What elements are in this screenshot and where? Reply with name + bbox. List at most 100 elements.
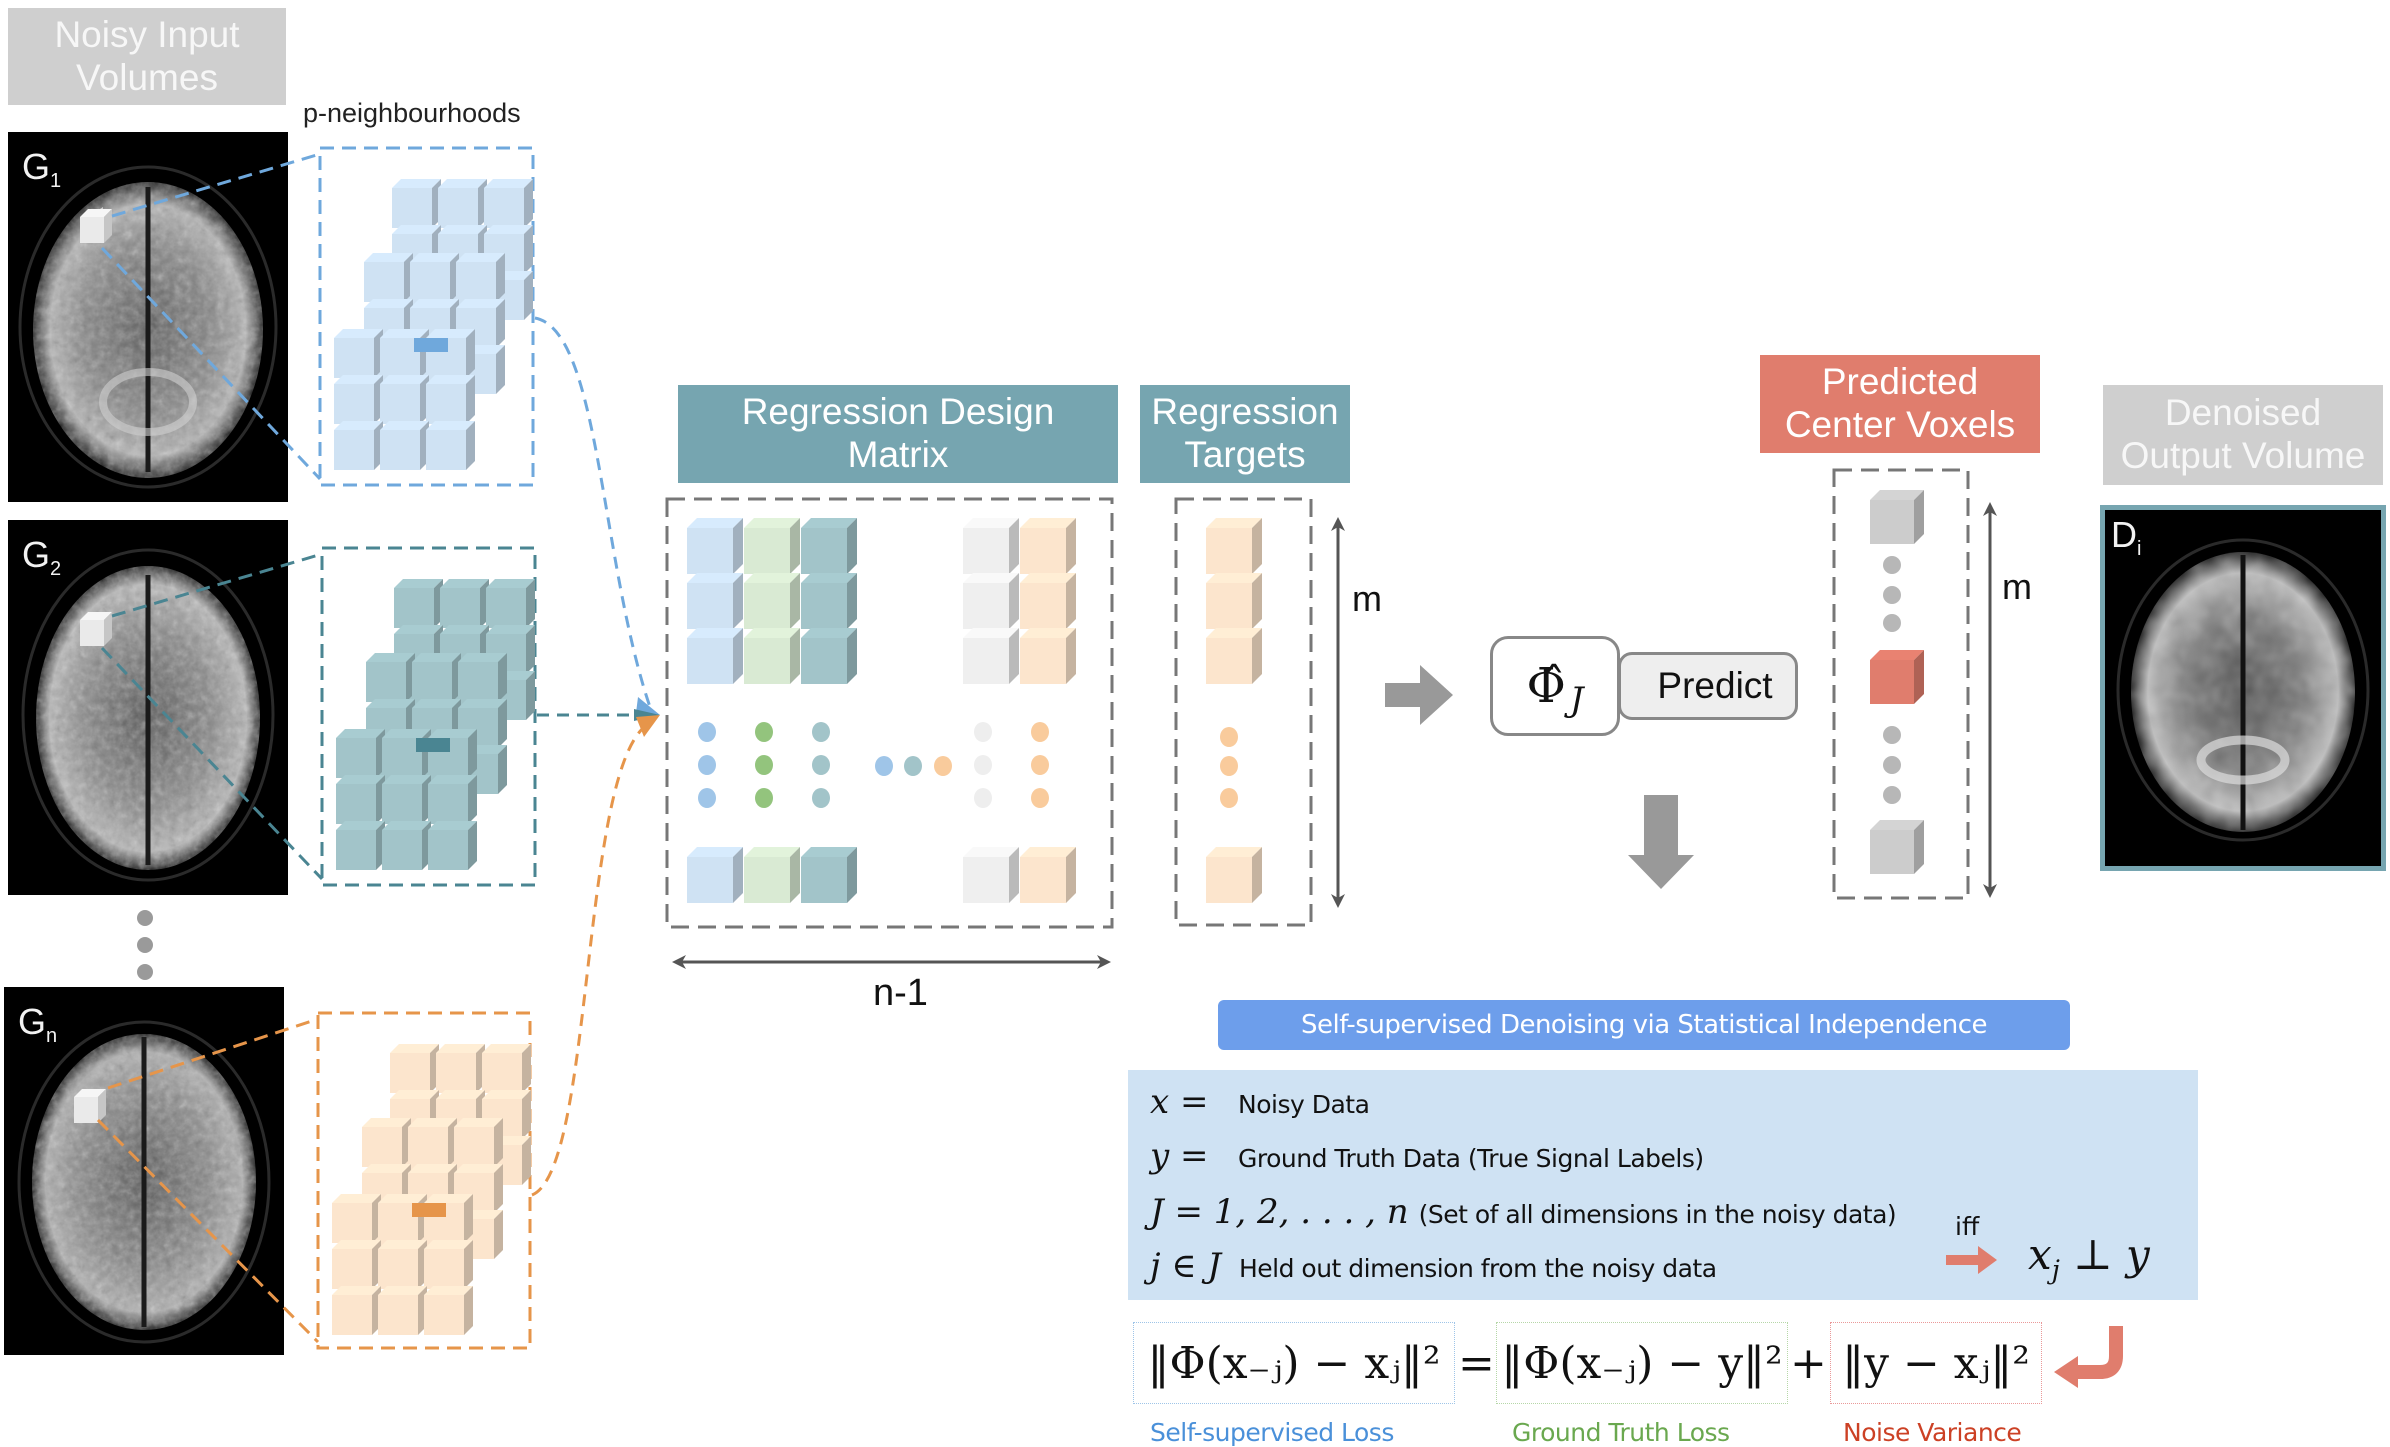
iff-arrow-icon <box>1946 1246 1997 1274</box>
design-matrix-voxel <box>744 518 800 574</box>
predict-button[interactable]: Predict <box>1618 652 1798 720</box>
design-matrix-voxel <box>963 573 1019 629</box>
design-matrix-voxel <box>801 573 857 629</box>
term1-expression: ‖Φ(x₋ⱼ) − y‖² <box>1501 1337 1783 1389</box>
design-matrix-voxel <box>744 573 800 629</box>
design-matrix-voxel <box>801 847 857 903</box>
neighbourhood-voxel <box>382 821 431 870</box>
brain-scan-gn <box>17 1020 271 1344</box>
connector-arrowhead <box>636 697 660 715</box>
target-dot <box>1220 756 1238 776</box>
column-ellipsis-dot <box>904 756 922 776</box>
neighbourhood-3 <box>96 1011 532 1350</box>
definition-text: Held out dimension from the noisy data <box>1238 1254 1717 1283</box>
neighbourhood-connector <box>531 721 651 1197</box>
target-voxel <box>1206 628 1262 684</box>
predicted-center-voxel <box>1870 650 1924 704</box>
design-matrix-voxel <box>801 628 857 684</box>
cols-label: n-1 <box>873 972 928 1014</box>
denoised-brain-image: Di <box>2100 505 2386 871</box>
target-voxel <box>1206 573 1262 629</box>
design-matrix-voxel <box>744 847 800 903</box>
center-voxel-highlight <box>414 338 448 352</box>
definition-row: y = Ground Truth Data (True Signal Label… <box>1150 1136 1704 1176</box>
column-ellipsis-dot <box>875 756 893 776</box>
neighbourhood-voxel <box>382 775 431 824</box>
theory-title: Self-supervised Denoising via Statistica… <box>1218 1000 2070 1050</box>
design-matrix-dot <box>812 755 830 775</box>
design-matrix-voxel <box>687 847 743 903</box>
volume-label-gn: Gn <box>18 1001 58 1048</box>
design-matrix-voxel <box>687 628 743 684</box>
design-matrix-dot <box>812 788 830 808</box>
design-matrix-voxel <box>963 628 1019 684</box>
definition-text: Ground Truth Data (True Signal Labels) <box>1238 1144 1704 1173</box>
target-voxel <box>1206 847 1262 903</box>
predicted-ellipsis-dot <box>1883 556 1901 574</box>
neighbourhood-voxel <box>334 329 383 378</box>
neighbourhood-voxel <box>424 1240 473 1289</box>
predicted-voxel <box>1870 490 1924 544</box>
definition-text: (Set of all dimensions in the noisy data… <box>1418 1200 1897 1229</box>
center-voxel-highlight <box>412 1203 446 1217</box>
predicted-ellipsis-dot <box>1883 586 1901 604</box>
targets-header: Regression Targets <box>1140 385 1350 483</box>
design-matrix-voxel <box>1020 518 1076 574</box>
design-matrix-dot <box>698 722 716 742</box>
design-matrix-dot <box>974 755 992 775</box>
ground-truth-loss-term: ‖Φ(x₋ⱼ) − y‖² <box>1496 1322 1788 1404</box>
neighbourhood-1 <box>100 146 535 487</box>
neighbourhood-voxel <box>426 375 475 424</box>
neighbourhood-voxel <box>454 1164 503 1213</box>
column-ellipsis-dot <box>934 756 952 776</box>
brain-scan-g1 <box>18 165 278 489</box>
design-matrix-voxel <box>1020 628 1076 684</box>
equals-sign: = <box>1458 1338 1495 1389</box>
neighbourhood-voxel <box>428 775 477 824</box>
design-matrix-dot <box>974 722 992 742</box>
targets-box <box>1174 497 1313 927</box>
predicted-header: Predicted Center Voxels <box>1760 355 2040 453</box>
volume-ellipsis-dot <box>137 937 153 953</box>
definition-symbol: j ∈ J <box>1150 1246 1221 1286</box>
target-dot <box>1220 727 1238 747</box>
neighbourhood-box <box>320 546 537 887</box>
neighbourhood-voxel <box>336 821 385 870</box>
design-matrix-dot <box>974 788 992 808</box>
volume-label-g2: G2 <box>22 534 62 581</box>
definition-text: Noisy Data <box>1238 1090 1370 1119</box>
theory-title-text: Self-supervised Denoising via Statistica… <box>1300 1010 1988 1040</box>
targets-header-text: Regression Targets <box>1151 391 1339 475</box>
denoised-header: Denoised Output Volume <box>2103 385 2383 485</box>
neighbourhood-voxel <box>392 179 441 228</box>
definitions-panel: x = Noisy Data y = Ground Truth Data (Tr… <box>1128 1070 2198 1300</box>
design-matrix-dot <box>1031 755 1049 775</box>
neighbourhood-voxel <box>332 1240 381 1289</box>
pred-rows-label: m <box>2002 566 2032 607</box>
noise-variance-term: ‖y − xⱼ‖² <box>1830 1322 2042 1404</box>
predicted-ellipsis-dot <box>1883 726 1901 744</box>
design-matrix-box <box>665 497 1114 929</box>
iff-label: iff <box>1955 1212 1980 1241</box>
neighbourhood-voxel <box>456 253 505 302</box>
neighbourhood-voxel <box>394 579 443 628</box>
p-neighbourhoods-label: p-neighbourhoods <box>303 98 521 128</box>
design-matrix-header: Regression Design Matrix <box>678 385 1118 483</box>
design-matrix-dot <box>755 722 773 742</box>
neighbourhood-connector <box>534 316 652 708</box>
model-subscript: J <box>1569 680 1584 720</box>
design-matrix-dot <box>755 788 773 808</box>
definition-symbol: x = <box>1150 1082 1209 1122</box>
neighbourhood-voxel <box>362 1118 411 1167</box>
neighbourhood-voxel <box>336 729 385 778</box>
neighbourhood-box <box>318 146 535 487</box>
volume-ellipsis-dot <box>137 910 153 926</box>
target-voxel <box>1206 518 1262 574</box>
definition-symbol: J = 1, 2, . . . , n <box>1150 1192 1409 1232</box>
predicted-ellipsis-dot <box>1883 614 1901 632</box>
definition-row: x = Noisy Data <box>1150 1082 1370 1122</box>
connector-arrowhead <box>636 715 660 737</box>
brain-scan-g2 <box>21 548 275 882</box>
plus-sign: + <box>1790 1338 1827 1389</box>
